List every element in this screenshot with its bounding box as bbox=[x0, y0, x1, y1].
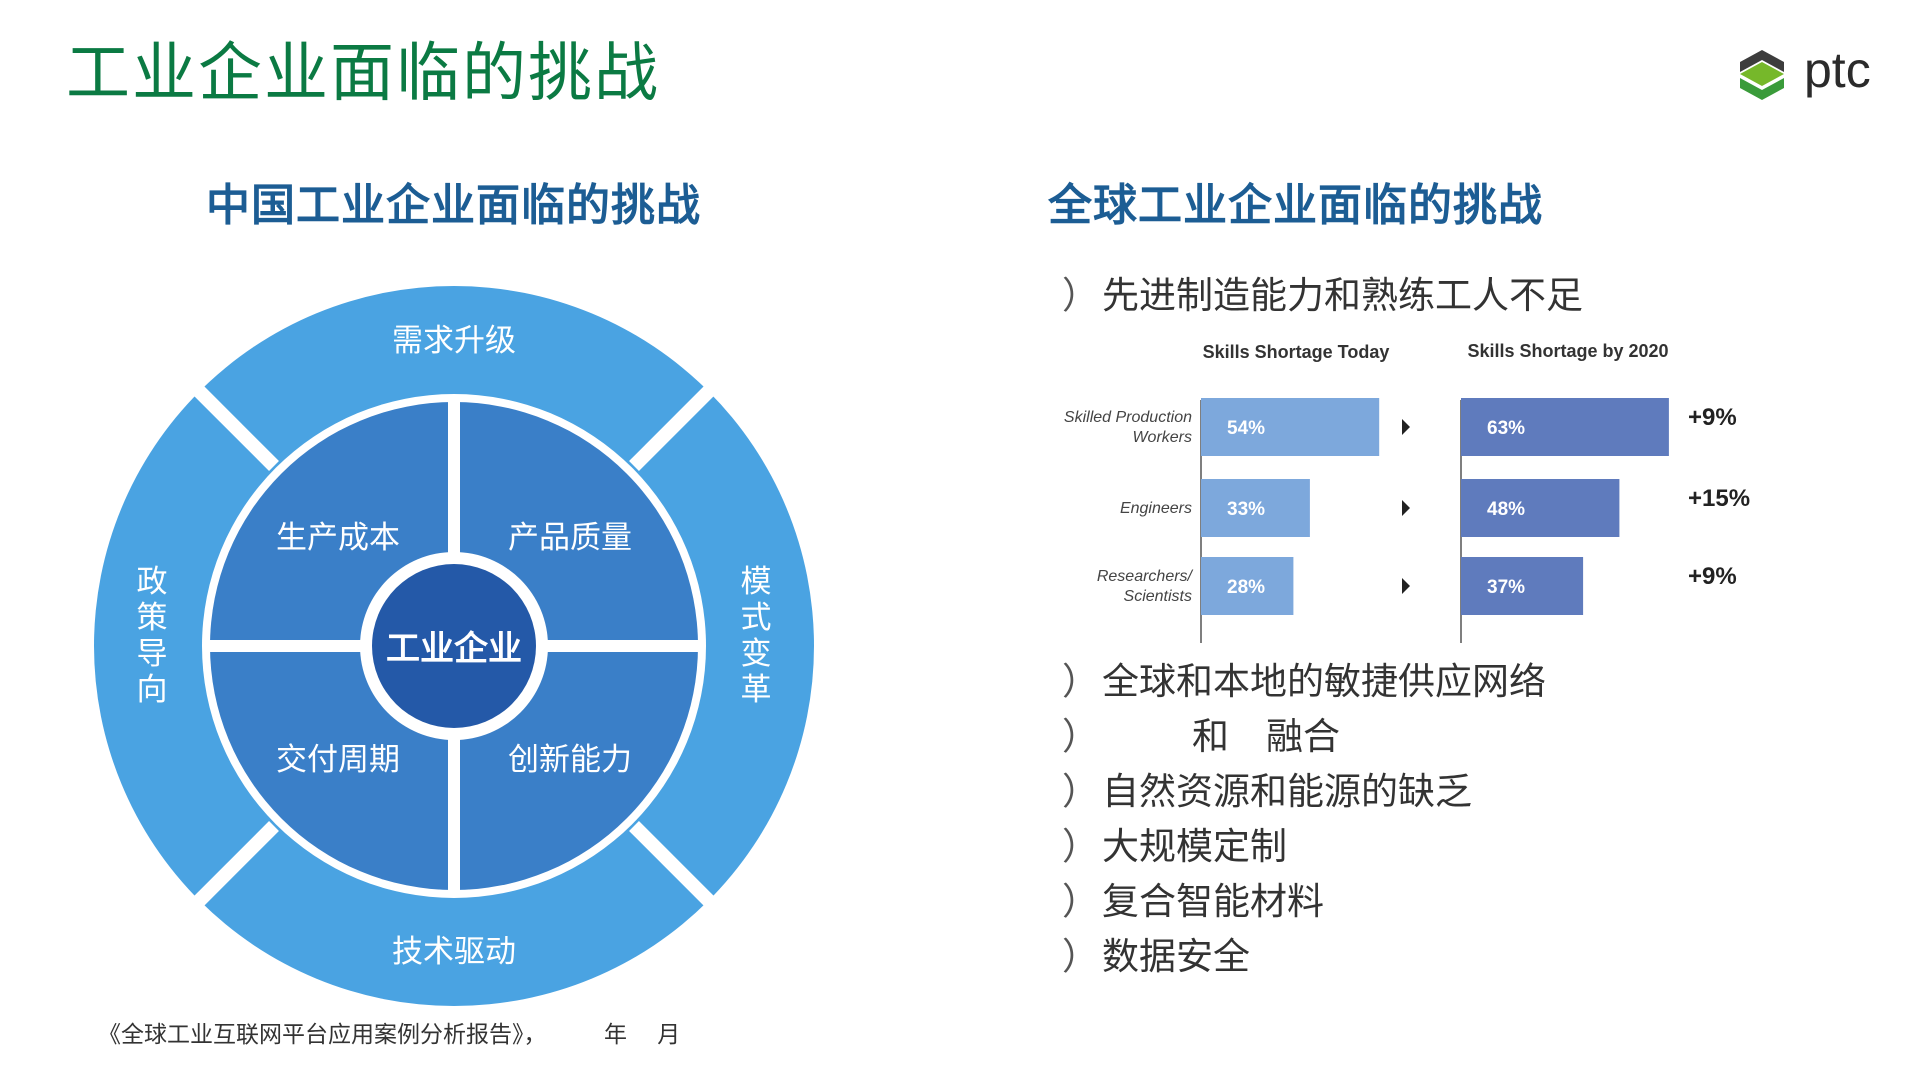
outer-label-technology: 技术驱动 bbox=[392, 934, 516, 970]
bullet-mark: ） bbox=[1062, 715, 1099, 758]
change-label: +9% bbox=[1688, 563, 1737, 590]
bar-future bbox=[1461, 557, 1584, 615]
bullet-text: 和 融合 bbox=[1192, 715, 1340, 758]
category-label: Engineers bbox=[1120, 500, 1192, 517]
china-challenges-title: 中国工业企业面临的挑战 bbox=[206, 180, 701, 231]
policy-char: 导 bbox=[137, 636, 168, 672]
global-challenges-title: 全球工业企业面临的挑战 bbox=[1048, 180, 1543, 231]
bar-value-label: 54% bbox=[1227, 418, 1265, 439]
arrow-icon bbox=[1402, 500, 1410, 516]
source-footnote: 《全球工业互联网平台应用案例分析报告》， 年 月 bbox=[98, 1022, 681, 1048]
bullet-fusion: ） 和 融合 bbox=[1062, 715, 1340, 759]
bullet-resources: ）自然资源和能源的缺乏 bbox=[1062, 770, 1472, 814]
skills-shortage-chart: Skills Shortage Today Skills Shortage by… bbox=[1064, 341, 1750, 643]
bullet-mark: ） bbox=[1062, 770, 1099, 813]
bullet-text: 数据安全 bbox=[1102, 935, 1250, 978]
bar-future bbox=[1461, 479, 1620, 537]
ptc-logo-icon bbox=[1740, 50, 1784, 100]
bar-value-label: 63% bbox=[1487, 418, 1525, 439]
category-label: Scientists bbox=[1124, 588, 1192, 605]
center-circle bbox=[372, 564, 536, 728]
challenge-wheel: 工业企业 生产成本 产品质量 交付周期 创新能力 需求升级 技术驱动 政 策 导… bbox=[94, 286, 814, 1006]
bullet-data-security: ）数据安全 bbox=[1062, 935, 1250, 979]
center-label: 工业企业 bbox=[386, 629, 522, 669]
model-char: 式 bbox=[741, 600, 772, 636]
ptc-logo: ptc bbox=[1732, 42, 1892, 106]
arrow-icon bbox=[1402, 578, 1410, 594]
bullet-text: 复合智能材料 bbox=[1102, 880, 1324, 923]
inner-label-innovation: 创新能力 bbox=[508, 742, 632, 778]
outer-dividers bbox=[194, 386, 714, 906]
model-char: 革 bbox=[741, 672, 772, 708]
policy-char: 政 bbox=[137, 564, 168, 600]
brand-name: ptc bbox=[1804, 42, 1871, 98]
bullet-mark: ） bbox=[1062, 880, 1099, 923]
bullet-text: 自然资源和能源的缺乏 bbox=[1102, 770, 1472, 813]
arrow-icon bbox=[1402, 419, 1410, 435]
outer-label-policy: 政 策 导 向 bbox=[137, 564, 168, 708]
bullet-mark: ） bbox=[1062, 935, 1099, 978]
category-label: Researchers/ bbox=[1097, 568, 1194, 585]
policy-char: 策 bbox=[137, 600, 168, 636]
series-header-today: Skills Shortage Today bbox=[1203, 342, 1390, 362]
inner-label-delivery: 交付周期 bbox=[276, 742, 400, 778]
bar-value-label: 33% bbox=[1227, 499, 1265, 520]
bar-today bbox=[1201, 398, 1380, 456]
bullet-skills: ）先进制造能力和熟练工人不足 bbox=[1062, 274, 1583, 318]
bullet-supply-network: ）全球和本地的敏捷供应网络 bbox=[1062, 660, 1546, 704]
bar-value-label: 37% bbox=[1487, 577, 1525, 598]
bullet-mark: ） bbox=[1062, 660, 1099, 703]
slide-title: 工业企业面临的挑战 bbox=[66, 37, 660, 111]
bullet-text: 先进制造能力和熟练工人不足 bbox=[1102, 274, 1583, 317]
inner-label-quality: 产品质量 bbox=[508, 520, 632, 556]
bullet-mark: ） bbox=[1062, 825, 1099, 868]
bar-future bbox=[1461, 398, 1669, 456]
bullet-smart-materials: ）复合智能材料 bbox=[1062, 880, 1324, 924]
category-label: Skilled Production bbox=[1064, 409, 1192, 426]
outer-label-demand: 需求升级 bbox=[392, 323, 516, 359]
bullet-mass-customization: ）大规模定制 bbox=[1062, 825, 1287, 869]
bar-value-label: 48% bbox=[1487, 499, 1525, 520]
policy-char: 向 bbox=[137, 672, 168, 708]
bullet-mark: ） bbox=[1062, 274, 1099, 317]
bar-today bbox=[1201, 479, 1310, 537]
category-label: Workers bbox=[1132, 429, 1192, 446]
inner-label-cost: 生产成本 bbox=[276, 520, 400, 556]
series-header-future: Skills Shortage by 2020 bbox=[1467, 341, 1668, 361]
bullet-text: 全球和本地的敏捷供应网络 bbox=[1102, 660, 1546, 703]
model-char: 模 bbox=[741, 564, 772, 600]
outer-label-model: 模 式 变 革 bbox=[741, 564, 772, 708]
change-label: +15% bbox=[1688, 485, 1750, 512]
bullet-text: 大规模定制 bbox=[1102, 825, 1287, 868]
bar-today bbox=[1201, 557, 1294, 615]
bar-value-label: 28% bbox=[1227, 577, 1265, 598]
model-char: 变 bbox=[741, 636, 772, 672]
change-label: +9% bbox=[1688, 404, 1737, 431]
